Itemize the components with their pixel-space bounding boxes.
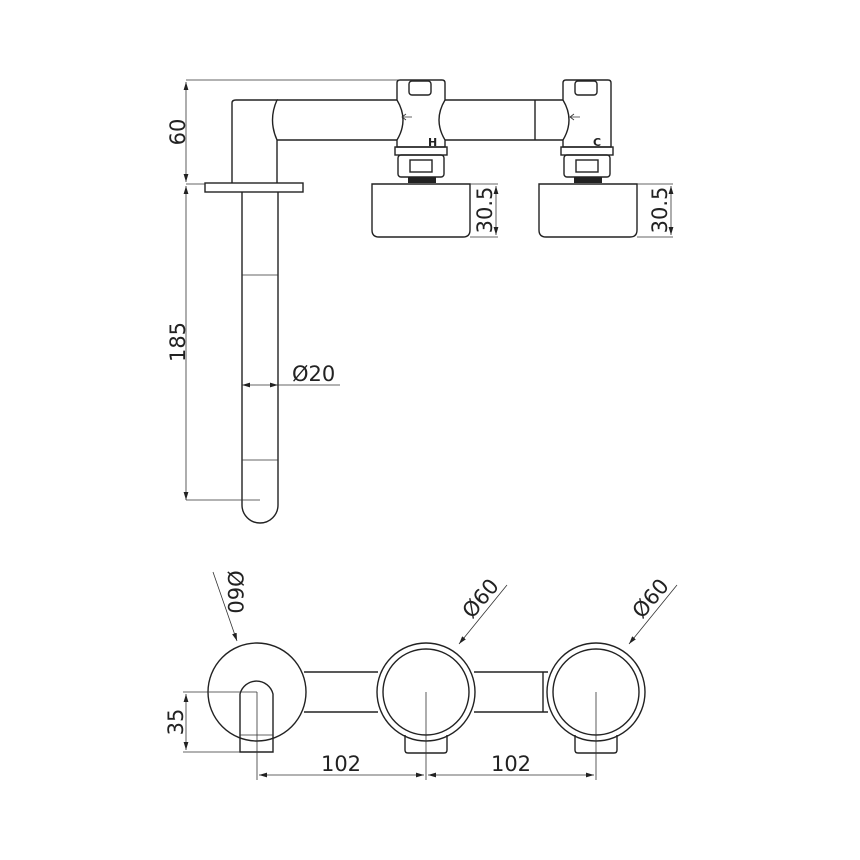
dim-diameter-20: Ø20 — [292, 362, 335, 386]
dim-diameter-60-plate: Ø60 — [223, 570, 247, 613]
hot-handle — [371, 183, 471, 238]
hot-valve: H — [371, 79, 471, 238]
dim-102-left: 102 — [321, 752, 361, 776]
dim-diameter-60-cold: Ø60 — [628, 574, 674, 623]
cold-valve: C — [538, 79, 638, 238]
front-view: Ø60 Ø60 Ø60 35 102 102 — [164, 570, 678, 780]
spout-body — [231, 99, 279, 183]
dim-30-5-hot: 30.5 — [473, 187, 497, 234]
side-view: H C 60 185 — [166, 79, 674, 524]
dim-102-right: 102 — [491, 752, 531, 776]
cold-handle — [538, 183, 638, 238]
hot-label: H — [428, 136, 437, 149]
dim-35: 35 — [164, 709, 188, 736]
dim-30-5-cold: 30.5 — [648, 187, 672, 234]
body-pipe — [277, 99, 563, 141]
spout — [241, 192, 279, 524]
dim-60: 60 — [166, 119, 190, 146]
dim-diameter-60-hot: Ø60 — [458, 574, 504, 623]
wall-flange — [204, 182, 304, 193]
cold-label: C — [593, 136, 601, 149]
dim-185: 185 — [166, 322, 190, 362]
spout-front — [239, 680, 274, 753]
